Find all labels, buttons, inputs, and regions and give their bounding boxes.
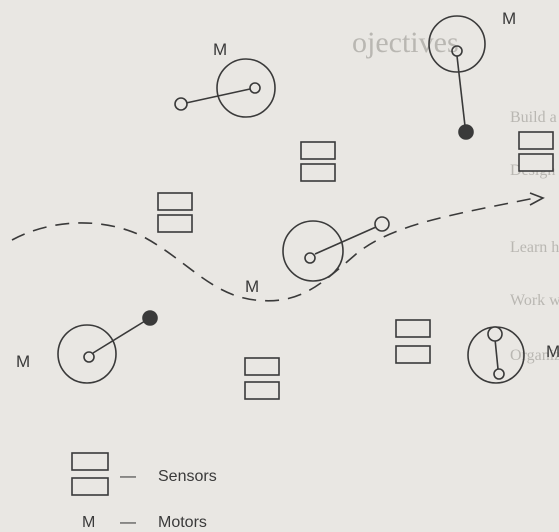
- sensor-pair-top: [300, 141, 336, 182]
- motor-label: M: [16, 352, 30, 371]
- sensor-pair-left: [157, 192, 193, 233]
- sensor-pair-bottom: [244, 357, 280, 400]
- background-bullet-1: Build a simple device using common parts: [510, 109, 559, 126]
- trajectory-arrowhead: [529, 192, 545, 206]
- motor-right: [467, 326, 525, 384]
- legend-sensor-dash: —: [120, 468, 136, 485]
- sensor-pair-lower-right: [395, 319, 431, 364]
- motor-label: M: [245, 277, 259, 296]
- background-heading: ojectives: [352, 26, 459, 59]
- motor-top-center: [174, 58, 276, 118]
- background-bullet-4: Work with others to build a differential: [510, 292, 559, 309]
- legend-motor-symbol: M: [82, 514, 95, 531]
- legend-sensor-symbol: [71, 452, 109, 496]
- motor-label: M: [502, 9, 516, 28]
- background-bullet-5: Organize a competition to see who can bu…: [510, 347, 559, 364]
- legend-sensors-label: Sensors: [158, 468, 217, 485]
- motor-middle: [282, 216, 390, 282]
- sensor-pair-upper-right: [518, 131, 554, 172]
- legend-motor-dash: —: [120, 514, 136, 531]
- motor-label: M: [546, 342, 559, 361]
- motor-left: [57, 310, 158, 384]
- legend-motors-label: Motors: [158, 514, 207, 531]
- legend: — Sensors M — Motors: [71, 452, 217, 531]
- motor-top-right: [428, 15, 486, 140]
- background-bullet-3: Learn how gears work: [510, 239, 559, 256]
- motor-labels: M M M M M: [16, 9, 559, 371]
- motor-label: M: [213, 40, 227, 59]
- background-page: ojectives Build a simple device using co…: [352, 26, 559, 364]
- robot-trajectory-path: [11, 197, 536, 302]
